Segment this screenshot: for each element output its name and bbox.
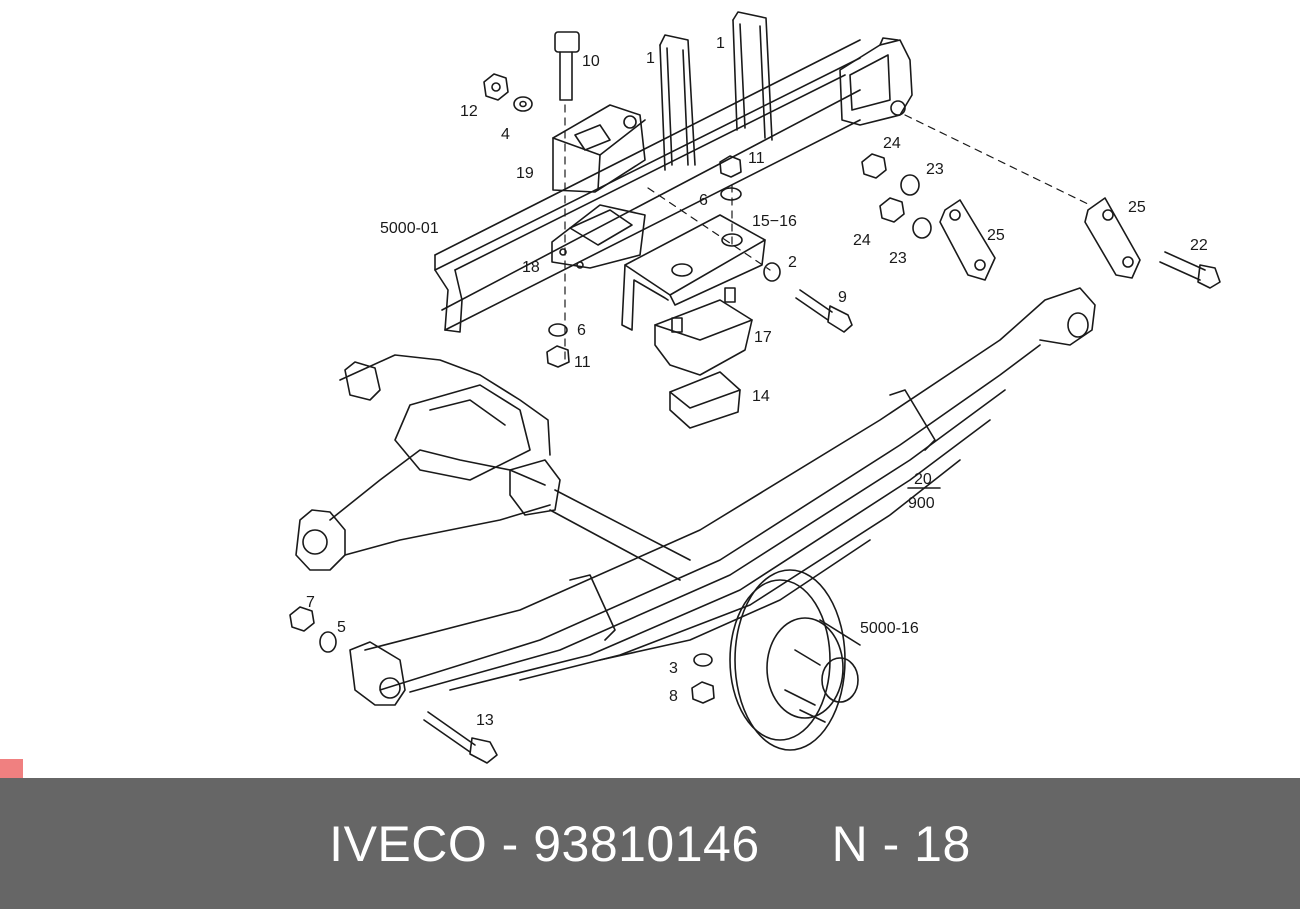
label-1b: 1 — [716, 35, 725, 52]
part-number: 93810146 — [533, 815, 760, 872]
shackle-parts — [861, 153, 1221, 289]
axle-housing — [295, 354, 691, 581]
spacer-block-19 — [552, 104, 646, 193]
label-7: 7 — [306, 594, 315, 611]
label-20: 20 — [914, 471, 932, 488]
label-12: 12 — [460, 103, 478, 120]
label-1a: 1 — [646, 50, 655, 67]
label-23-lower: 23 — [889, 250, 907, 267]
corner-marker — [0, 759, 23, 778]
label-22: 22 — [1190, 237, 1208, 254]
bump-stop-17 — [654, 287, 753, 376]
caption-separator: - — [487, 815, 534, 872]
label-15-16: 15−16 — [752, 213, 797, 230]
brand-name: IVECO — [329, 815, 488, 872]
bolt-9 — [763, 262, 853, 333]
label-24-upper: 24 — [883, 135, 901, 152]
bolt-13 — [423, 711, 498, 764]
label-25-left: 25 — [987, 227, 1005, 244]
washer-4 — [513, 96, 533, 112]
label-11-upper: 11 — [748, 150, 765, 167]
nut-11-lower — [546, 323, 570, 368]
label-13: 13 — [476, 712, 494, 729]
label-8: 8 — [669, 688, 678, 705]
label-14: 14 — [752, 388, 770, 405]
caption-text: IVECO - 93810146 N - 18 — [0, 778, 1300, 909]
brake-drum-hub — [729, 569, 861, 751]
label-3: 3 — [669, 660, 678, 677]
nut-8 — [691, 681, 715, 704]
part-labels: 10 1 1 12 4 19 11 6 15−16 5000-01 18 2 9… — [306, 35, 1208, 729]
label-6-lower: 6 — [577, 322, 586, 339]
leaf-spring — [349, 287, 1096, 706]
exploded-view-drawing: 10 1 1 12 4 19 11 6 15−16 5000-01 18 2 9… — [289, 11, 1221, 764]
alignment-lines — [564, 104, 1091, 361]
label-5000-16: 5000-16 — [860, 620, 919, 637]
nut-7 — [289, 606, 315, 632]
label-10: 10 — [582, 53, 600, 70]
nut-12 — [483, 73, 509, 101]
label-25-right: 25 — [1128, 199, 1146, 216]
label-9: 9 — [838, 289, 847, 306]
nut-11-upper — [719, 155, 742, 201]
label-18: 18 — [522, 259, 540, 276]
washer-3 — [693, 653, 713, 667]
label-19: 19 — [516, 165, 534, 182]
label-900: 900 — [908, 495, 935, 512]
label-23-upper: 23 — [926, 161, 944, 178]
label-2: 2 — [788, 254, 797, 271]
caption-bar: IVECO - 93810146 N - 18 — [0, 778, 1300, 909]
u-bolt-1 — [659, 34, 696, 171]
label-6-upper: 6 — [699, 192, 708, 209]
bolt-10 — [554, 31, 580, 101]
parts-diagram: 10 1 1 12 4 19 11 6 15−16 5000-01 18 2 9… — [289, 11, 1221, 764]
pad-14 — [669, 371, 741, 429]
spring-hanger-bracket — [839, 37, 913, 126]
label-5: 5 — [337, 619, 346, 636]
label-11-lower: 11 — [574, 354, 591, 371]
caption-gap — [760, 815, 832, 873]
pad-plate-18 — [551, 204, 646, 269]
label-17: 17 — [754, 329, 772, 346]
u-bolt-2 — [732, 11, 773, 141]
washer-5 — [319, 631, 337, 653]
label-5000-01: 5000-01 — [380, 220, 439, 237]
saddle-bracket-15-16 — [621, 214, 766, 331]
label-4: 4 — [501, 126, 510, 143]
label-24-lower: 24 — [853, 232, 871, 249]
page-reference: N - 18 — [831, 815, 971, 872]
frame-rail — [434, 39, 861, 333]
